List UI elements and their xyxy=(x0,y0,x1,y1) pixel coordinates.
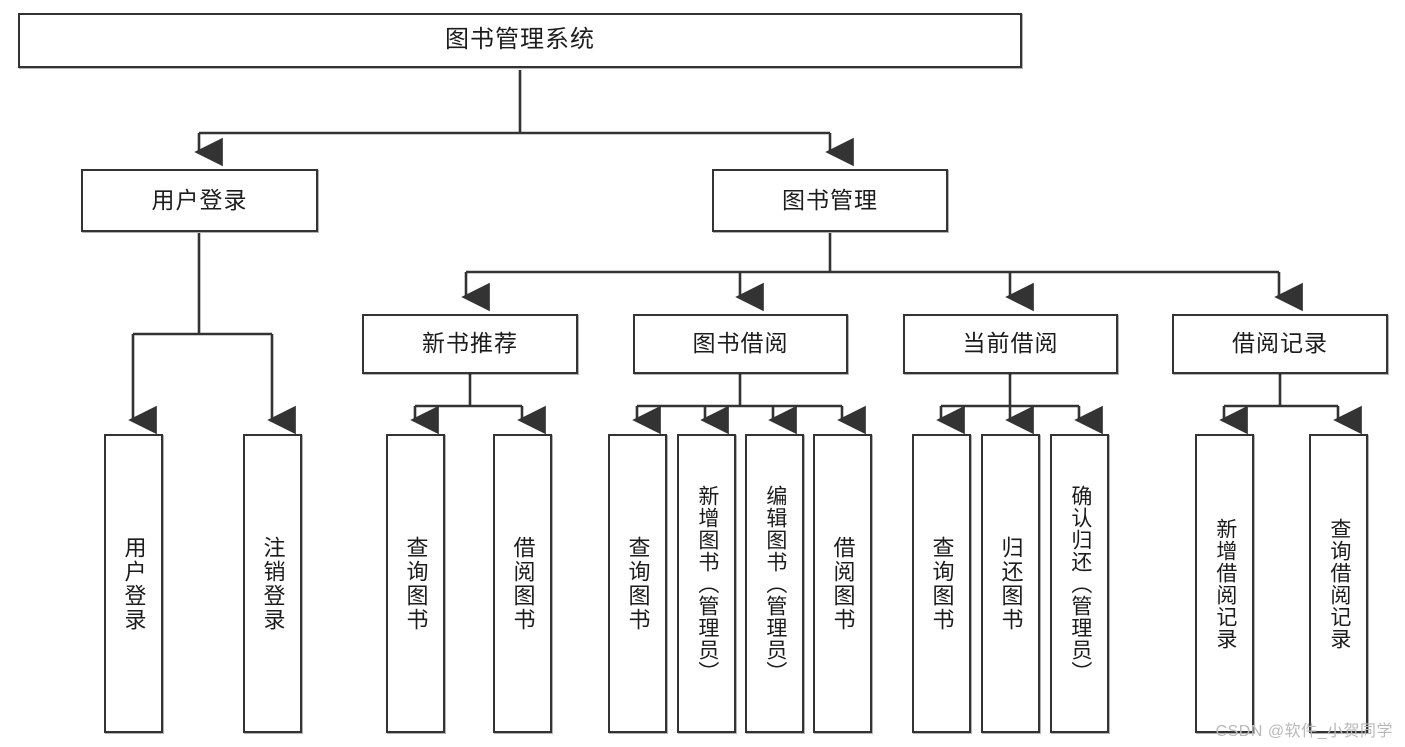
leaf-user-login-logout[interactable]: 注销登录 xyxy=(243,434,302,733)
csdn-watermark: CSDN @软件_小贺同学 xyxy=(1215,723,1393,740)
node-new-book-recommend[interactable]: 新书推荐 xyxy=(362,314,578,374)
leaf-label: 借阅图书 xyxy=(830,535,856,632)
leaf-label: 确认归还（管理员） xyxy=(1068,484,1092,683)
leaf-label: 用户登录 xyxy=(121,535,147,632)
node-label: 图书管理 xyxy=(782,186,878,213)
leaf-label: 编辑图书（管理员） xyxy=(763,484,787,683)
node-label: 用户登录 xyxy=(151,186,248,213)
node-label: 图书管理系统 xyxy=(445,26,595,54)
leaf-borrow-record-add-record[interactable]: 新增借阅记录 xyxy=(1195,434,1254,733)
leaf-book-borrow-query-book[interactable]: 查询图书 xyxy=(608,434,667,733)
node-label: 新书推荐 xyxy=(422,330,518,357)
leaf-borrow-record-query-record[interactable]: 查询借阅记录 xyxy=(1309,434,1368,733)
leaf-current-borrow-query-book[interactable]: 查询图书 xyxy=(912,434,971,733)
node-label: 借阅记录 xyxy=(1232,330,1328,357)
leaf-label: 借阅图书 xyxy=(510,535,536,632)
leaf-label: 新增借阅记录 xyxy=(1213,517,1237,650)
leaf-label: 新增图书（管理员） xyxy=(695,484,719,683)
node-current-borrow[interactable]: 当前借阅 xyxy=(903,314,1118,374)
leaf-book-borrow-edit-book-admin[interactable]: 编辑图书（管理员） xyxy=(745,434,804,733)
node-book-management[interactable]: 图书管理 xyxy=(712,169,948,232)
node-label: 图书借阅 xyxy=(692,330,789,357)
node-book-borrow[interactable]: 图书借阅 xyxy=(633,314,848,374)
leaf-current-borrow-confirm-return-admin[interactable]: 确认归还（管理员） xyxy=(1050,434,1109,733)
node-user-login[interactable]: 用户登录 xyxy=(81,169,318,232)
leaf-new-book-borrow-book[interactable]: 借阅图书 xyxy=(493,434,552,733)
leaf-new-book-query-book[interactable]: 查询图书 xyxy=(386,434,445,733)
node-root-book-management-system[interactable]: 图书管理系统 xyxy=(18,13,1022,68)
leaf-label: 查询图书 xyxy=(929,535,955,632)
leaf-label: 查询图书 xyxy=(625,535,651,632)
leaf-label: 归还图书 xyxy=(998,535,1024,632)
leaf-current-borrow-return-book[interactable]: 归还图书 xyxy=(981,434,1040,733)
leaf-label: 查询图书 xyxy=(403,535,429,632)
node-label: 当前借阅 xyxy=(962,330,1059,357)
leaf-label: 注销登录 xyxy=(260,535,286,632)
leaf-user-login-login[interactable]: 用户登录 xyxy=(104,434,163,733)
leaf-book-borrow-borrow-book[interactable]: 借阅图书 xyxy=(813,434,872,733)
node-borrow-record[interactable]: 借阅记录 xyxy=(1172,314,1388,374)
leaf-book-borrow-add-book-admin[interactable]: 新增图书（管理员） xyxy=(677,434,736,733)
leaf-label: 查询借阅记录 xyxy=(1327,517,1351,650)
